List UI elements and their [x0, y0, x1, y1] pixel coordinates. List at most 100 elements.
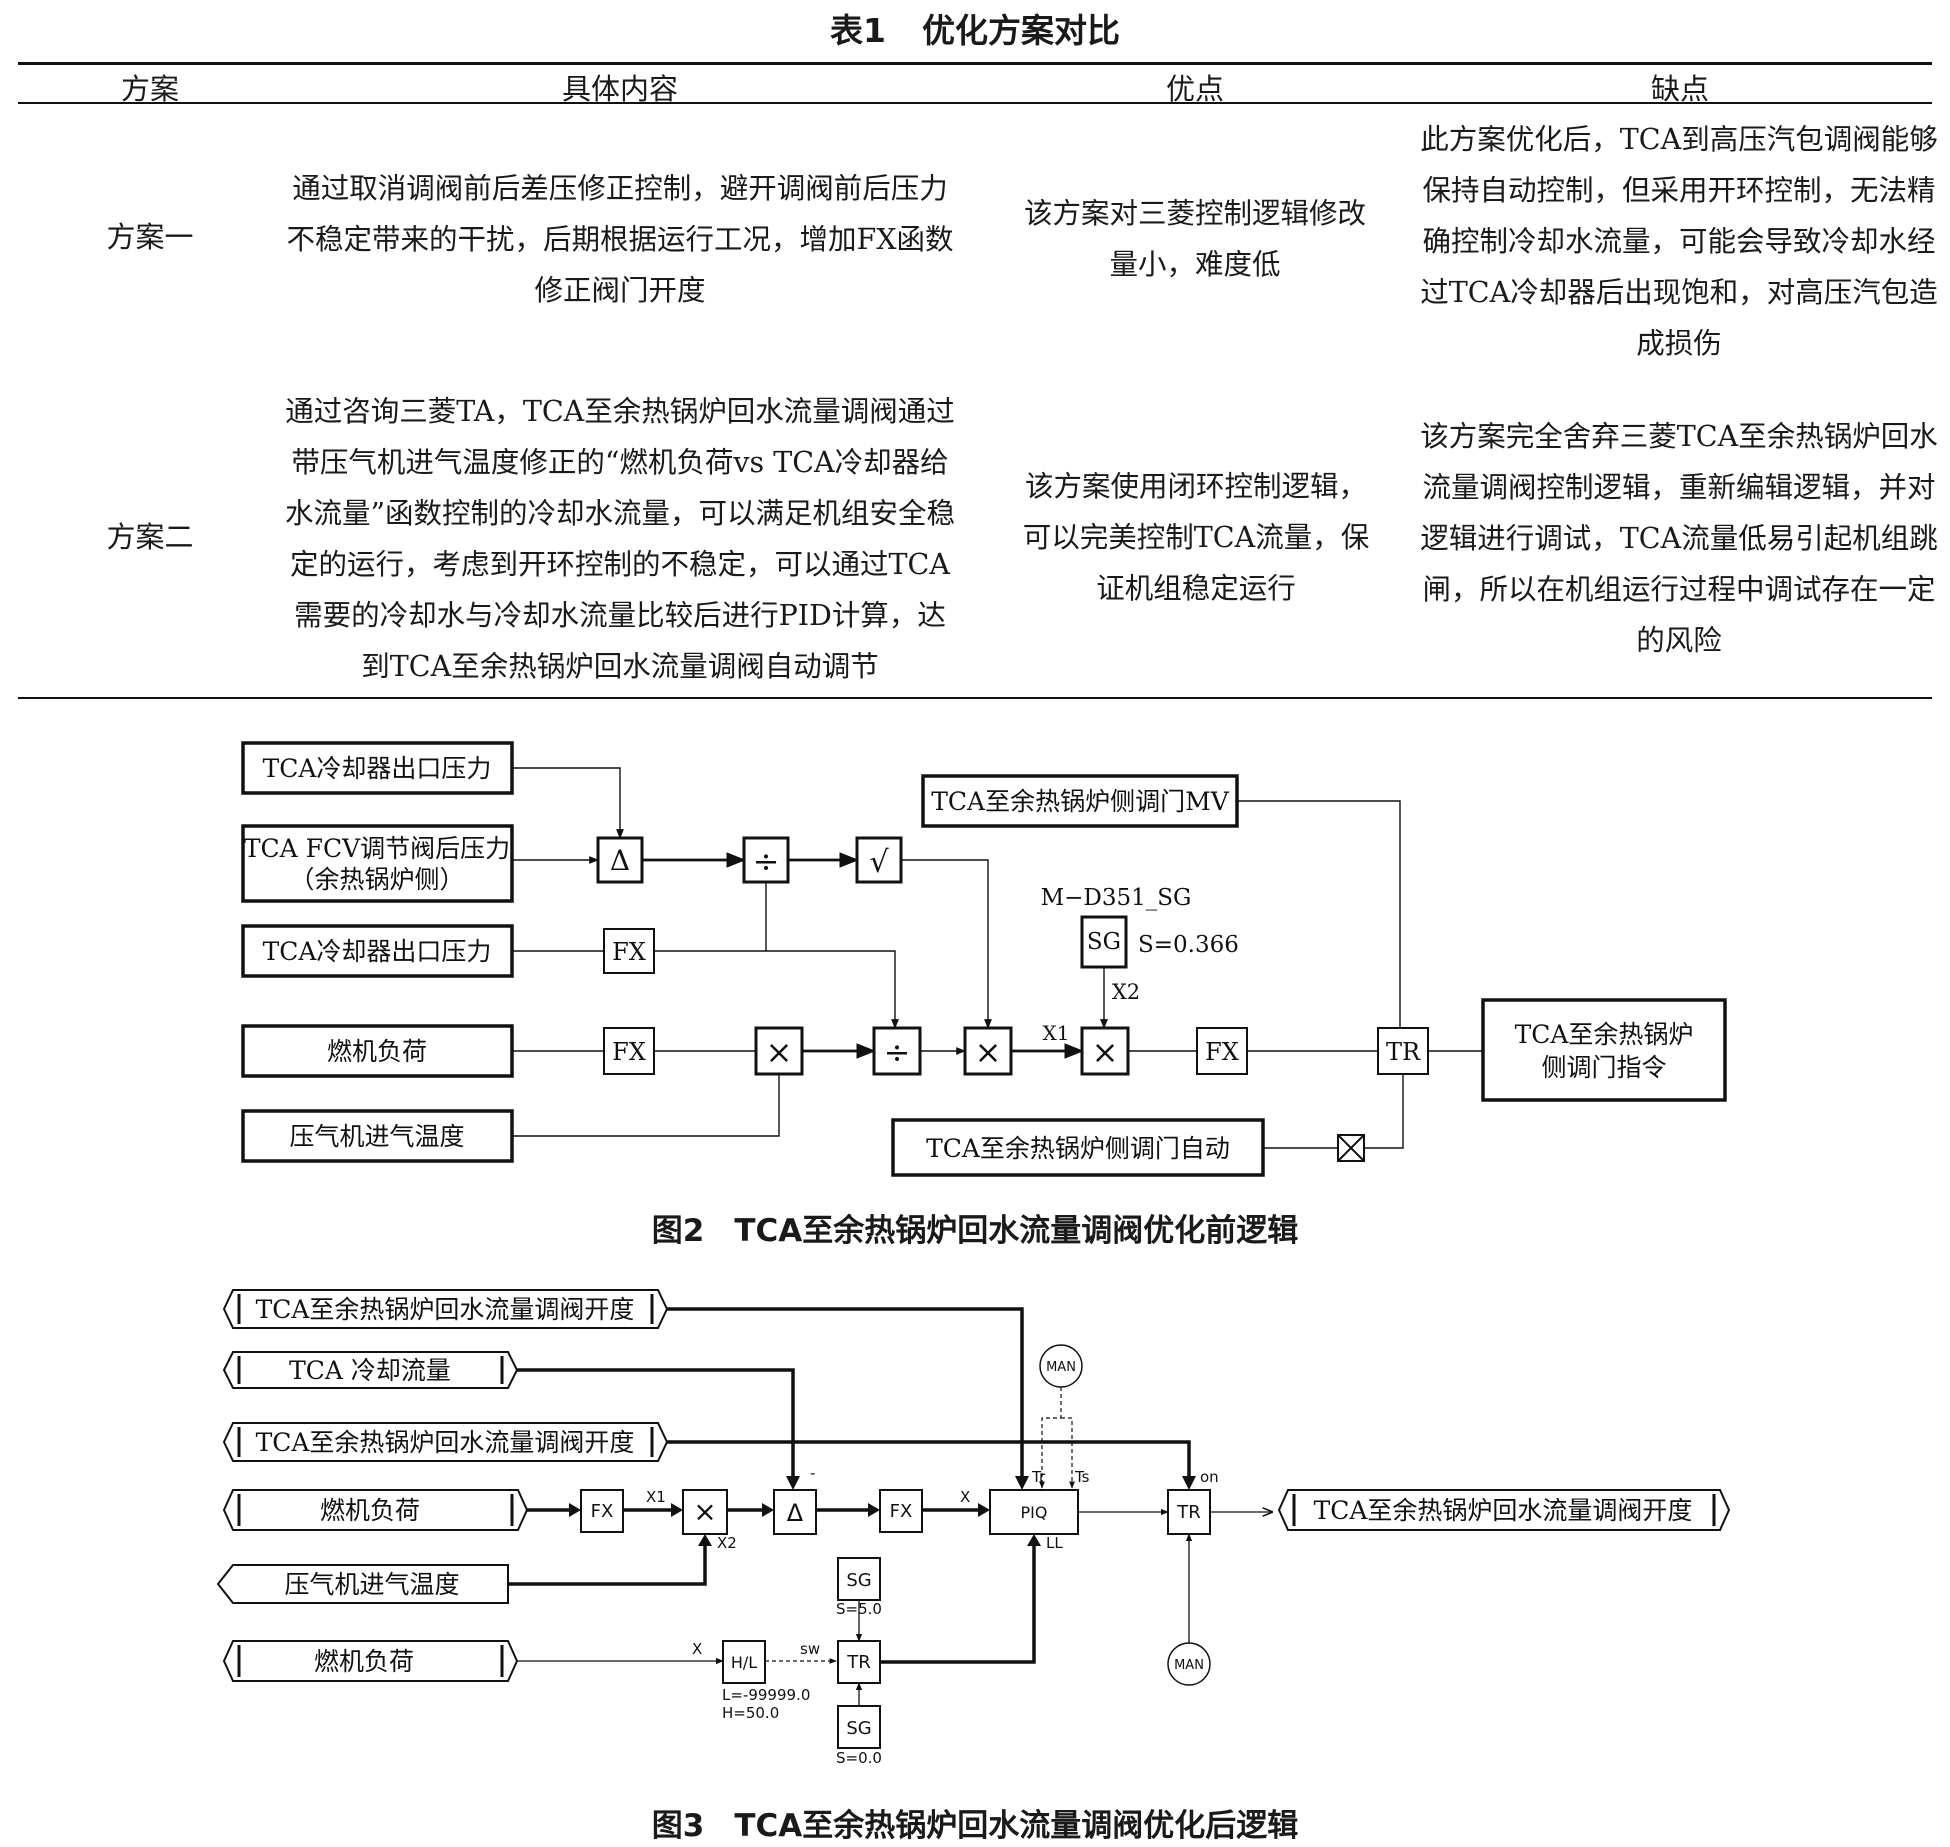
fig2-label-compressor-temp: 压气机进气温度 [289, 1122, 464, 1151]
fig3-hl-label: H/L [731, 1653, 757, 1672]
fig3-fx-label-1: FX [591, 1501, 614, 1522]
fig2-x2-label: X2 [1112, 980, 1140, 1004]
fig2-bold-connections [642, 852, 1084, 1059]
fig2-label-auto: TCA至余热锅炉侧调门自动 [926, 1134, 1230, 1163]
fig3-hl-high: H=50.0 [722, 1704, 779, 1722]
fig3-input-gt-load-2-bars [237, 1645, 504, 1677]
row1-pros: 该方案对三菱控制逻辑修改量小，难度低 [1023, 197, 1366, 281]
fig3-x-label: X [960, 1488, 970, 1506]
fig3-input-valve-open-1-bars [237, 1294, 654, 1324]
fig3-x1-label: X1 [646, 1488, 666, 1506]
fig3-hl-x-label: X [692, 1640, 702, 1658]
fig3-label-cool-flow: TCA 冷却流量 [289, 1356, 451, 1385]
fig2-input-fcv-pressure [241, 824, 514, 903]
fig2-label-output-1: TCA至余热锅炉 [1515, 1020, 1694, 1049]
fig2-label-fcv-1: TCA FCV调节阀后压力 [244, 834, 510, 863]
fig3-input-valve-open-2 [222, 1422, 669, 1462]
fig3-sg-bottom-value: S=0.0 [836, 1749, 882, 1767]
fig3-thin-connections [517, 1512, 1272, 1706]
fig3-input-gt-load-1 [222, 1489, 529, 1531]
fig3-sg-top-value: S=5.0 [836, 1600, 882, 1618]
table-number: 表1 [830, 11, 886, 50]
table-caption: 优化方案对比 [921, 11, 1120, 50]
fig2-number: 图2 [651, 1213, 705, 1249]
fig3-output-valve-open [1277, 1489, 1731, 1531]
fig3-ts-input-label: Ts [1074, 1468, 1090, 1486]
fig3-minus-label: - [810, 1464, 815, 1482]
fig3-label-compressor-temp: 压气机进气温度 [284, 1570, 459, 1599]
fig3-fx-label-2: FX [890, 1501, 913, 1522]
fig3-input-cool-flow [222, 1351, 519, 1389]
table-bottom-rule [18, 697, 1932, 699]
row2-content: 通过咨询三菱TA，TCA至余热锅炉回水流量调阀通过带压气机进气温度修正的“燃机负… [284, 395, 956, 683]
fig3-input-valve-open-2-bars [237, 1427, 654, 1457]
table-header-rule [18, 102, 1932, 104]
fig2-label-mv: TCA至余热锅炉侧调门MV [931, 787, 1229, 816]
row1-cons: 此方案优化后，TCA到高压汽包调阀能够保持自动控制，但采用开环控制，无法精确控制… [1420, 123, 1938, 360]
fig2-connections [512, 767, 1483, 1149]
fig3-input-valve-open-1 [222, 1289, 669, 1329]
fig2-not-cross [1337, 1134, 1365, 1162]
fig2-div-symbol-2: ÷ [884, 1033, 911, 1071]
row2-cons: 该方案完全舍弃三菱TCA至余热锅炉回水流量调阀控制逻辑，重新编辑逻辑，并对逻辑进… [1420, 420, 1938, 657]
fig2-output-command [1481, 998, 1727, 1102]
fig3-tr-input-label: Tr [1031, 1468, 1046, 1486]
fig3-number: 图3 [651, 1808, 705, 1844]
row2-name: 方案二 [106, 520, 194, 554]
fig3-input-gt-load-2 [222, 1640, 519, 1682]
fig3-mul-symbol: × [693, 1495, 716, 1528]
fig3-delta-symbol: Δ [787, 1499, 804, 1527]
fig3-sg-label-top: SG [846, 1570, 871, 1591]
fig3-man-label-bottom: MAN [1174, 1658, 1204, 1673]
fig2-label-fcv-2: （余热锅炉侧） [289, 865, 464, 894]
header-content: 具体内容 [561, 72, 678, 106]
fig2-label-cooler-pressure-2: TCA冷却器出口压力 [263, 937, 492, 966]
fig3-on-label: on [1200, 1468, 1219, 1486]
table-top-rule [18, 62, 1932, 65]
fig3-man-label-top: MAN [1046, 1360, 1076, 1375]
fig3-delta-block [773, 1489, 817, 1535]
fig3-tr-label-1: TR [1176, 1502, 1201, 1523]
fig3-sw-label: sw [800, 1640, 820, 1658]
fig2-title: TCA至余热锅炉回水流量调阀优化前逻辑 [734, 1213, 1299, 1249]
fig3-label-gt-load-1: 燃机负荷 [320, 1496, 420, 1525]
fig3-input-cool-flow-bars [237, 1356, 504, 1384]
fig2-delta-symbol: Δ [610, 844, 630, 877]
header-scheme: 方案 [120, 72, 179, 106]
fig3-output-bars [1292, 1494, 1716, 1526]
fig2-diagram: TCA冷却器出口压力 TCA FCV调节阀后压力 （余热锅炉侧） TCA冷却器出… [241, 741, 1727, 1177]
fig3-title: TCA至余热锅炉回水流量调阀优化后逻辑 [734, 1808, 1299, 1844]
fig2-div-symbol-1: ÷ [753, 842, 780, 880]
fig2-label-output-2: 侧调门指令 [1541, 1053, 1666, 1082]
fig3-label-gt-load-2: 燃机负荷 [314, 1647, 414, 1676]
fig2-sg-name: M−D351_SG [1041, 885, 1192, 911]
fig3-piq-label: PIQ [1021, 1503, 1048, 1522]
row1-content: 通过取消调阀前后差压修正控制，避开调阀前后压力不稳定带来的干扰，后期根据运行工况… [286, 172, 954, 307]
fig3-x2-label: X2 [717, 1534, 737, 1552]
fig2-label-gt-load: 燃机负荷 [327, 1037, 427, 1066]
table-title: 表1 优化方案对比 [0, 4, 1950, 52]
fig2-caption: 图2 TCA至余热锅炉回水流量调阀优化前逻辑 [0, 1205, 1950, 1250]
fig2-fx-label-3: FX [1205, 1038, 1239, 1066]
fig2-mul-symbol-3: × [1092, 1033, 1119, 1071]
fig3-label-valve-open-2: TCA至余热锅炉回水流量调阀开度 [256, 1428, 635, 1457]
fig3-ll-label: LL [1046, 1534, 1063, 1552]
fig3-hl-low: L=-99999.0 [722, 1686, 810, 1704]
fig2-sg-label: SG [1087, 929, 1121, 955]
fig3-sg-label-bottom: SG [846, 1718, 871, 1739]
fig2-fx-label-2: FX [612, 1038, 646, 1066]
fig3-bold-arrowheads [569, 1476, 1196, 1546]
row1-name: 方案一 [106, 220, 194, 254]
header-pros: 优点 [1165, 72, 1224, 106]
fig2-mul-symbol-2: × [975, 1033, 1002, 1071]
fig2-label-cooler-pressure-1: TCA冷却器出口压力 [263, 754, 492, 783]
fig3-dashed-connections [765, 1387, 1075, 1664]
fig2-mul-symbol-1: × [766, 1033, 793, 1071]
fig2-x1-label: X1 [1043, 1021, 1070, 1045]
fig3-caption: 图3 TCA至余热锅炉回水流量调阀优化后逻辑 [0, 1800, 1950, 1845]
fig3-input-gt-load-1-bars [237, 1494, 514, 1526]
fig3-diagram: TCA至余热锅炉回水流量调阀开度 TCA 冷却流量 TCA至余热锅炉回水流量调阀… [216, 1289, 1731, 1767]
fig3-input-compressor-temp [216, 1564, 509, 1604]
fig2-sg-value: S=0.366 [1138, 932, 1239, 958]
fig2-sqrt-symbol: √ [869, 845, 889, 880]
